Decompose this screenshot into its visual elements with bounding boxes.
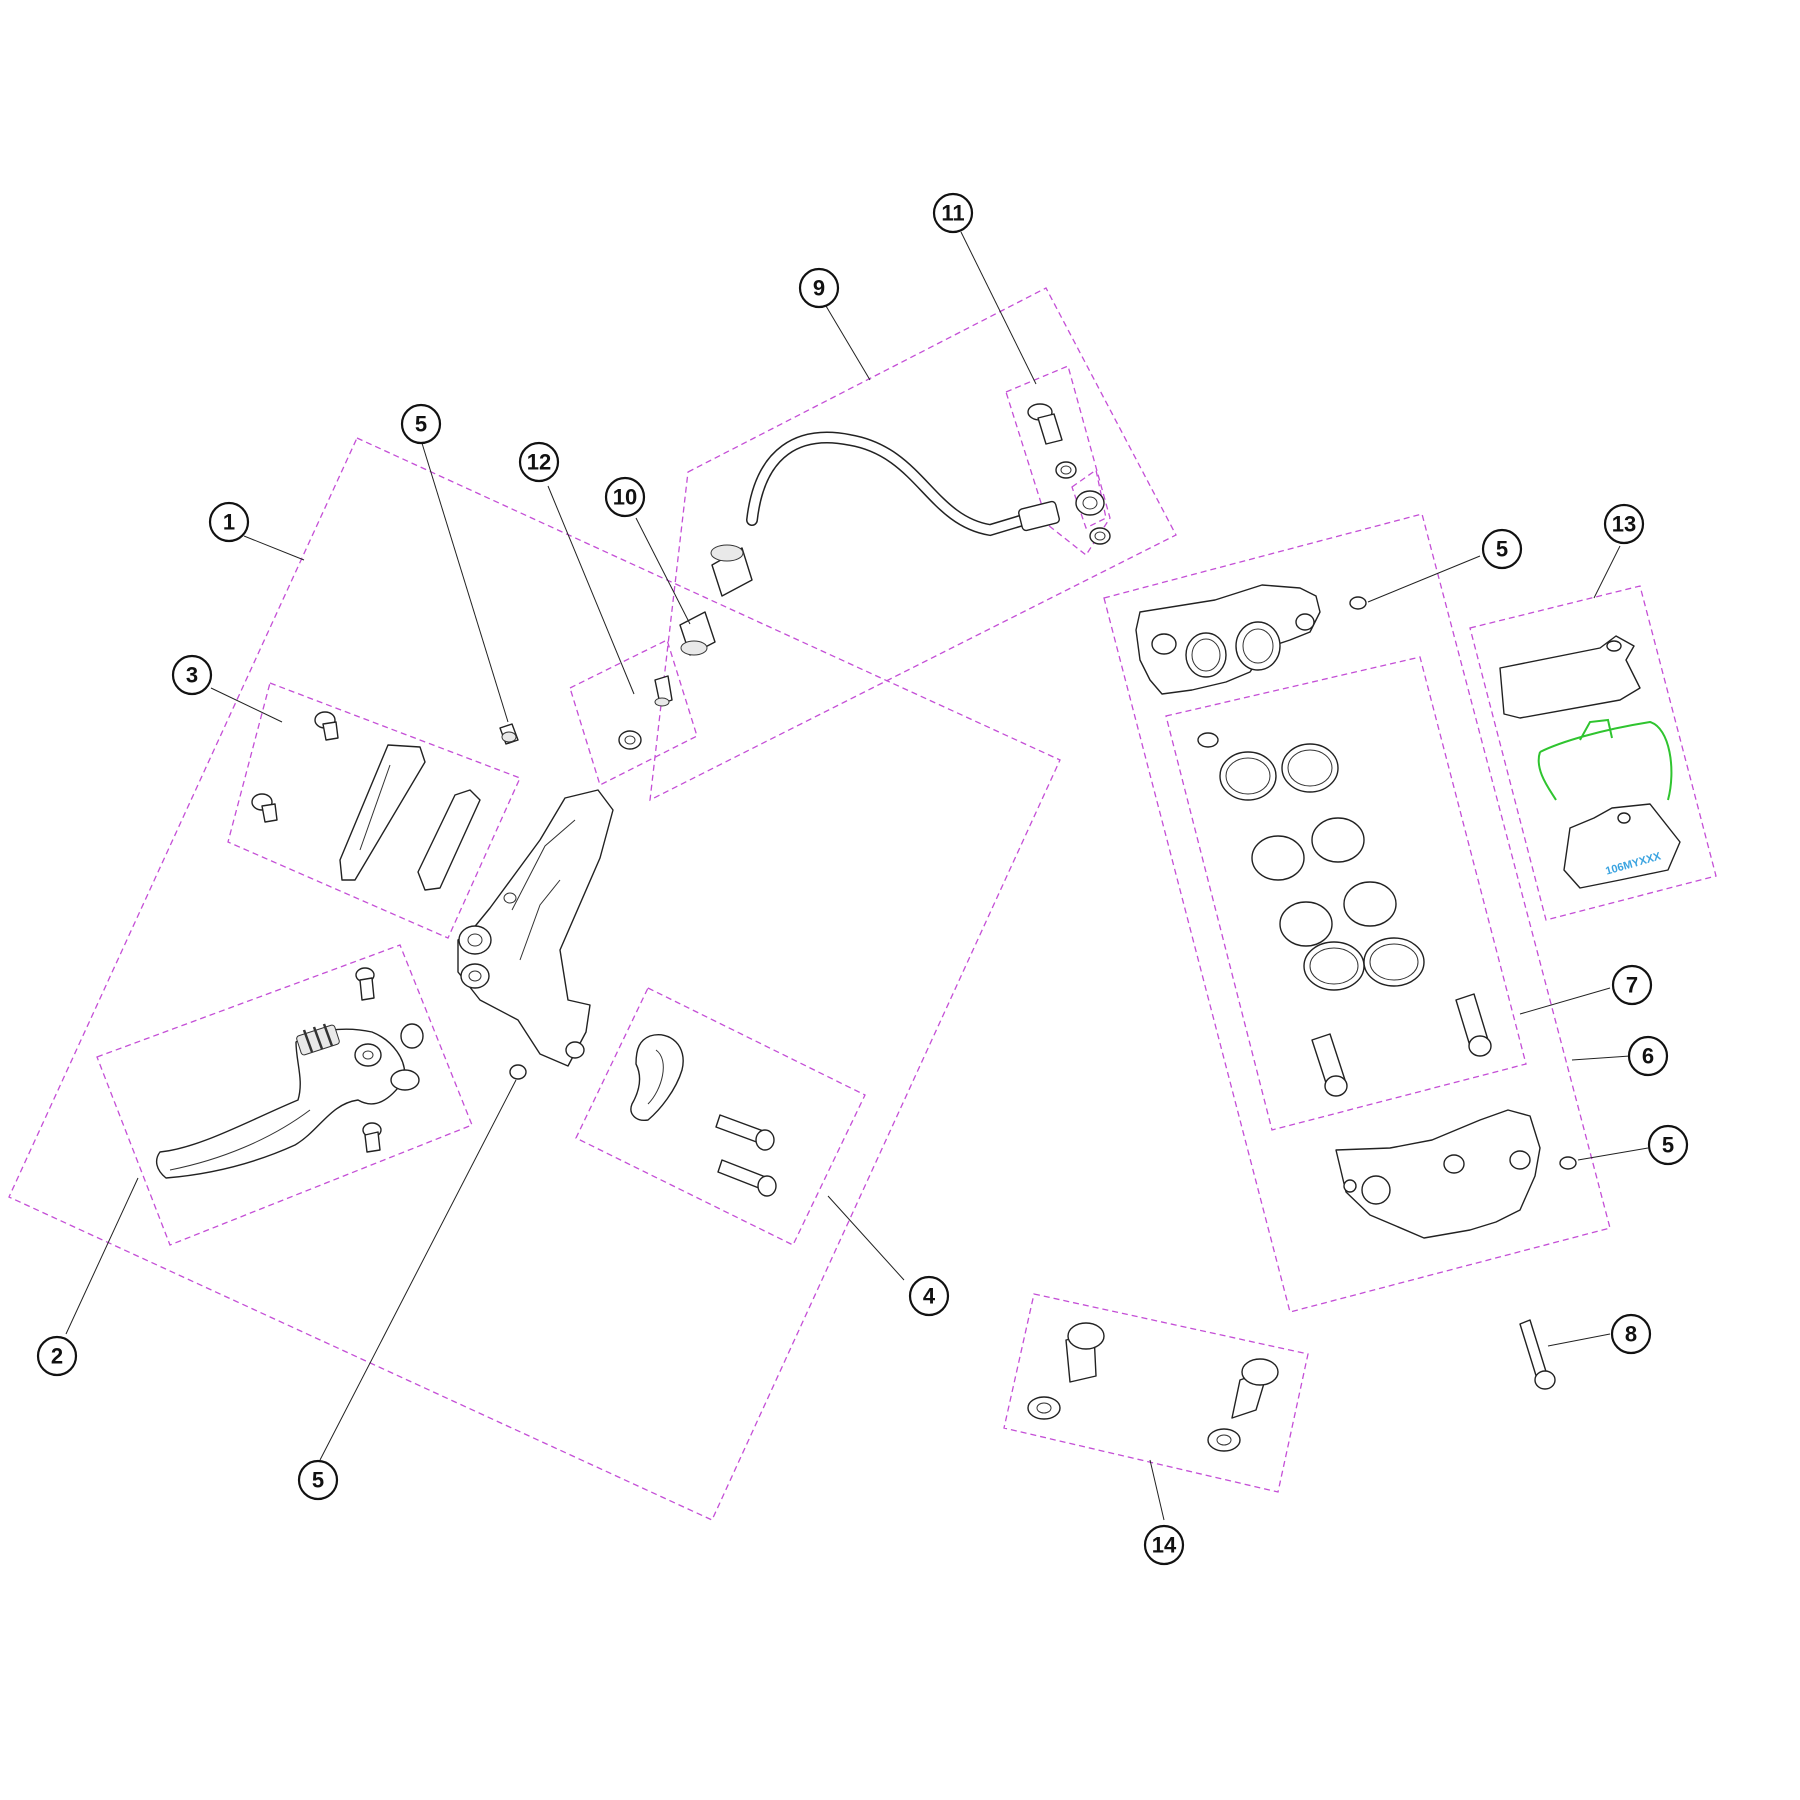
leader-9 <box>825 305 871 381</box>
callout-label: 3 <box>186 663 198 688</box>
group-box-hose-fittings <box>569 639 698 786</box>
pistons-and-seals <box>1197 732 1492 1097</box>
callout-8: 8 <box>1610 1313 1652 1355</box>
callout-5-lever: 5 <box>400 403 442 445</box>
group-box-lever-blade <box>96 944 473 1246</box>
callout-label: 7 <box>1626 973 1638 998</box>
group-outlines <box>8 287 1717 1521</box>
group-box-banjo <box>1005 365 1111 556</box>
callout-label: 2 <box>51 1344 63 1369</box>
leader-lines <box>65 231 1649 1521</box>
callout-label: 8 <box>1625 1322 1637 1347</box>
group-box-lever-assembly <box>8 437 1061 1521</box>
leader-6 <box>1571 1055 1631 1061</box>
handlebar-clamp-and-bolts <box>630 1034 777 1197</box>
callout-label: 5 <box>312 1468 324 1493</box>
callout-10: 10 <box>604 476 646 518</box>
callout-label: 10 <box>613 485 637 510</box>
callout-5-caliper-bottom: 5 <box>1647 1124 1689 1166</box>
leader-5a <box>420 439 509 723</box>
callout-label: 5 <box>1496 537 1508 562</box>
clamp-covers <box>251 711 481 891</box>
callout-7: 7 <box>1611 964 1653 1006</box>
leader-5d <box>1577 1147 1649 1161</box>
callout-11: 11 <box>932 192 974 234</box>
leader-13 <box>1593 545 1621 599</box>
leader-1 <box>243 535 305 561</box>
leader-14 <box>1149 1459 1165 1521</box>
brake-hose <box>710 431 1105 597</box>
long-bolt <box>1519 1319 1556 1390</box>
banjo-bolt-and-washers <box>1027 403 1111 545</box>
callout-label: 12 <box>527 450 551 475</box>
leader-10 <box>635 517 691 625</box>
callout-14: 14 <box>1143 1524 1185 1566</box>
leader-8 <box>1547 1333 1611 1347</box>
callout-4: 4 <box>908 1275 950 1317</box>
group-box-clamp-cover <box>227 682 521 939</box>
callout-13: 13 <box>1603 503 1645 545</box>
caliper-half-inboard <box>1135 584 1321 695</box>
leader-11 <box>960 231 1037 385</box>
master-cylinder-body <box>457 789 614 1067</box>
group-box-pistons <box>1165 656 1527 1131</box>
group-box-caliper <box>1103 513 1611 1313</box>
pad-spring-clip <box>1537 718 1673 801</box>
leader-3 <box>210 687 283 723</box>
caliper-half-outboard <box>1335 1109 1541 1239</box>
group-box-mount-bolts <box>1003 1293 1309 1493</box>
callout-2: 2 <box>36 1335 78 1377</box>
hose-barb-and-olive <box>618 675 673 750</box>
leader-5b <box>319 1079 517 1461</box>
group-box-pads <box>1469 585 1717 921</box>
callout-6: 6 <box>1627 1035 1669 1077</box>
callout-label: 5 <box>415 412 427 437</box>
callout-label: 11 <box>941 201 964 226</box>
mount-bolts-and-washers <box>1027 1322 1279 1452</box>
callout-label: 4 <box>923 1284 936 1309</box>
brake-pads-and-clip: 106MYXXX <box>1499 635 1681 889</box>
callout-3: 3 <box>171 654 213 696</box>
callout-label: 6 <box>1642 1044 1654 1069</box>
callout-5-caliper-top: 5 <box>1481 528 1523 570</box>
callout-label: 5 <box>1662 1133 1674 1158</box>
group-box-clamp-bolts <box>575 987 866 1246</box>
leader-2 <box>65 1177 139 1335</box>
leader-5c <box>1367 555 1481 603</box>
group-box-banjo-inner <box>1071 468 1107 529</box>
bleed-screws <box>499 596 1577 1170</box>
callout-1: 1 <box>208 501 250 543</box>
callout-9: 9 <box>798 267 840 309</box>
lever-blade <box>155 967 424 1179</box>
callout-label: 13 <box>1612 512 1636 537</box>
leader-4 <box>827 1195 905 1281</box>
leader-12 <box>547 485 635 695</box>
compression-fitting <box>679 611 716 656</box>
callout-label: 14 <box>1152 1533 1177 1558</box>
callout-5-bottom: 5 <box>297 1459 339 1501</box>
callout-label: 1 <box>223 510 235 535</box>
leader-7 <box>1519 987 1611 1015</box>
callout-12: 12 <box>518 441 560 483</box>
callout-label: 9 <box>813 276 825 301</box>
